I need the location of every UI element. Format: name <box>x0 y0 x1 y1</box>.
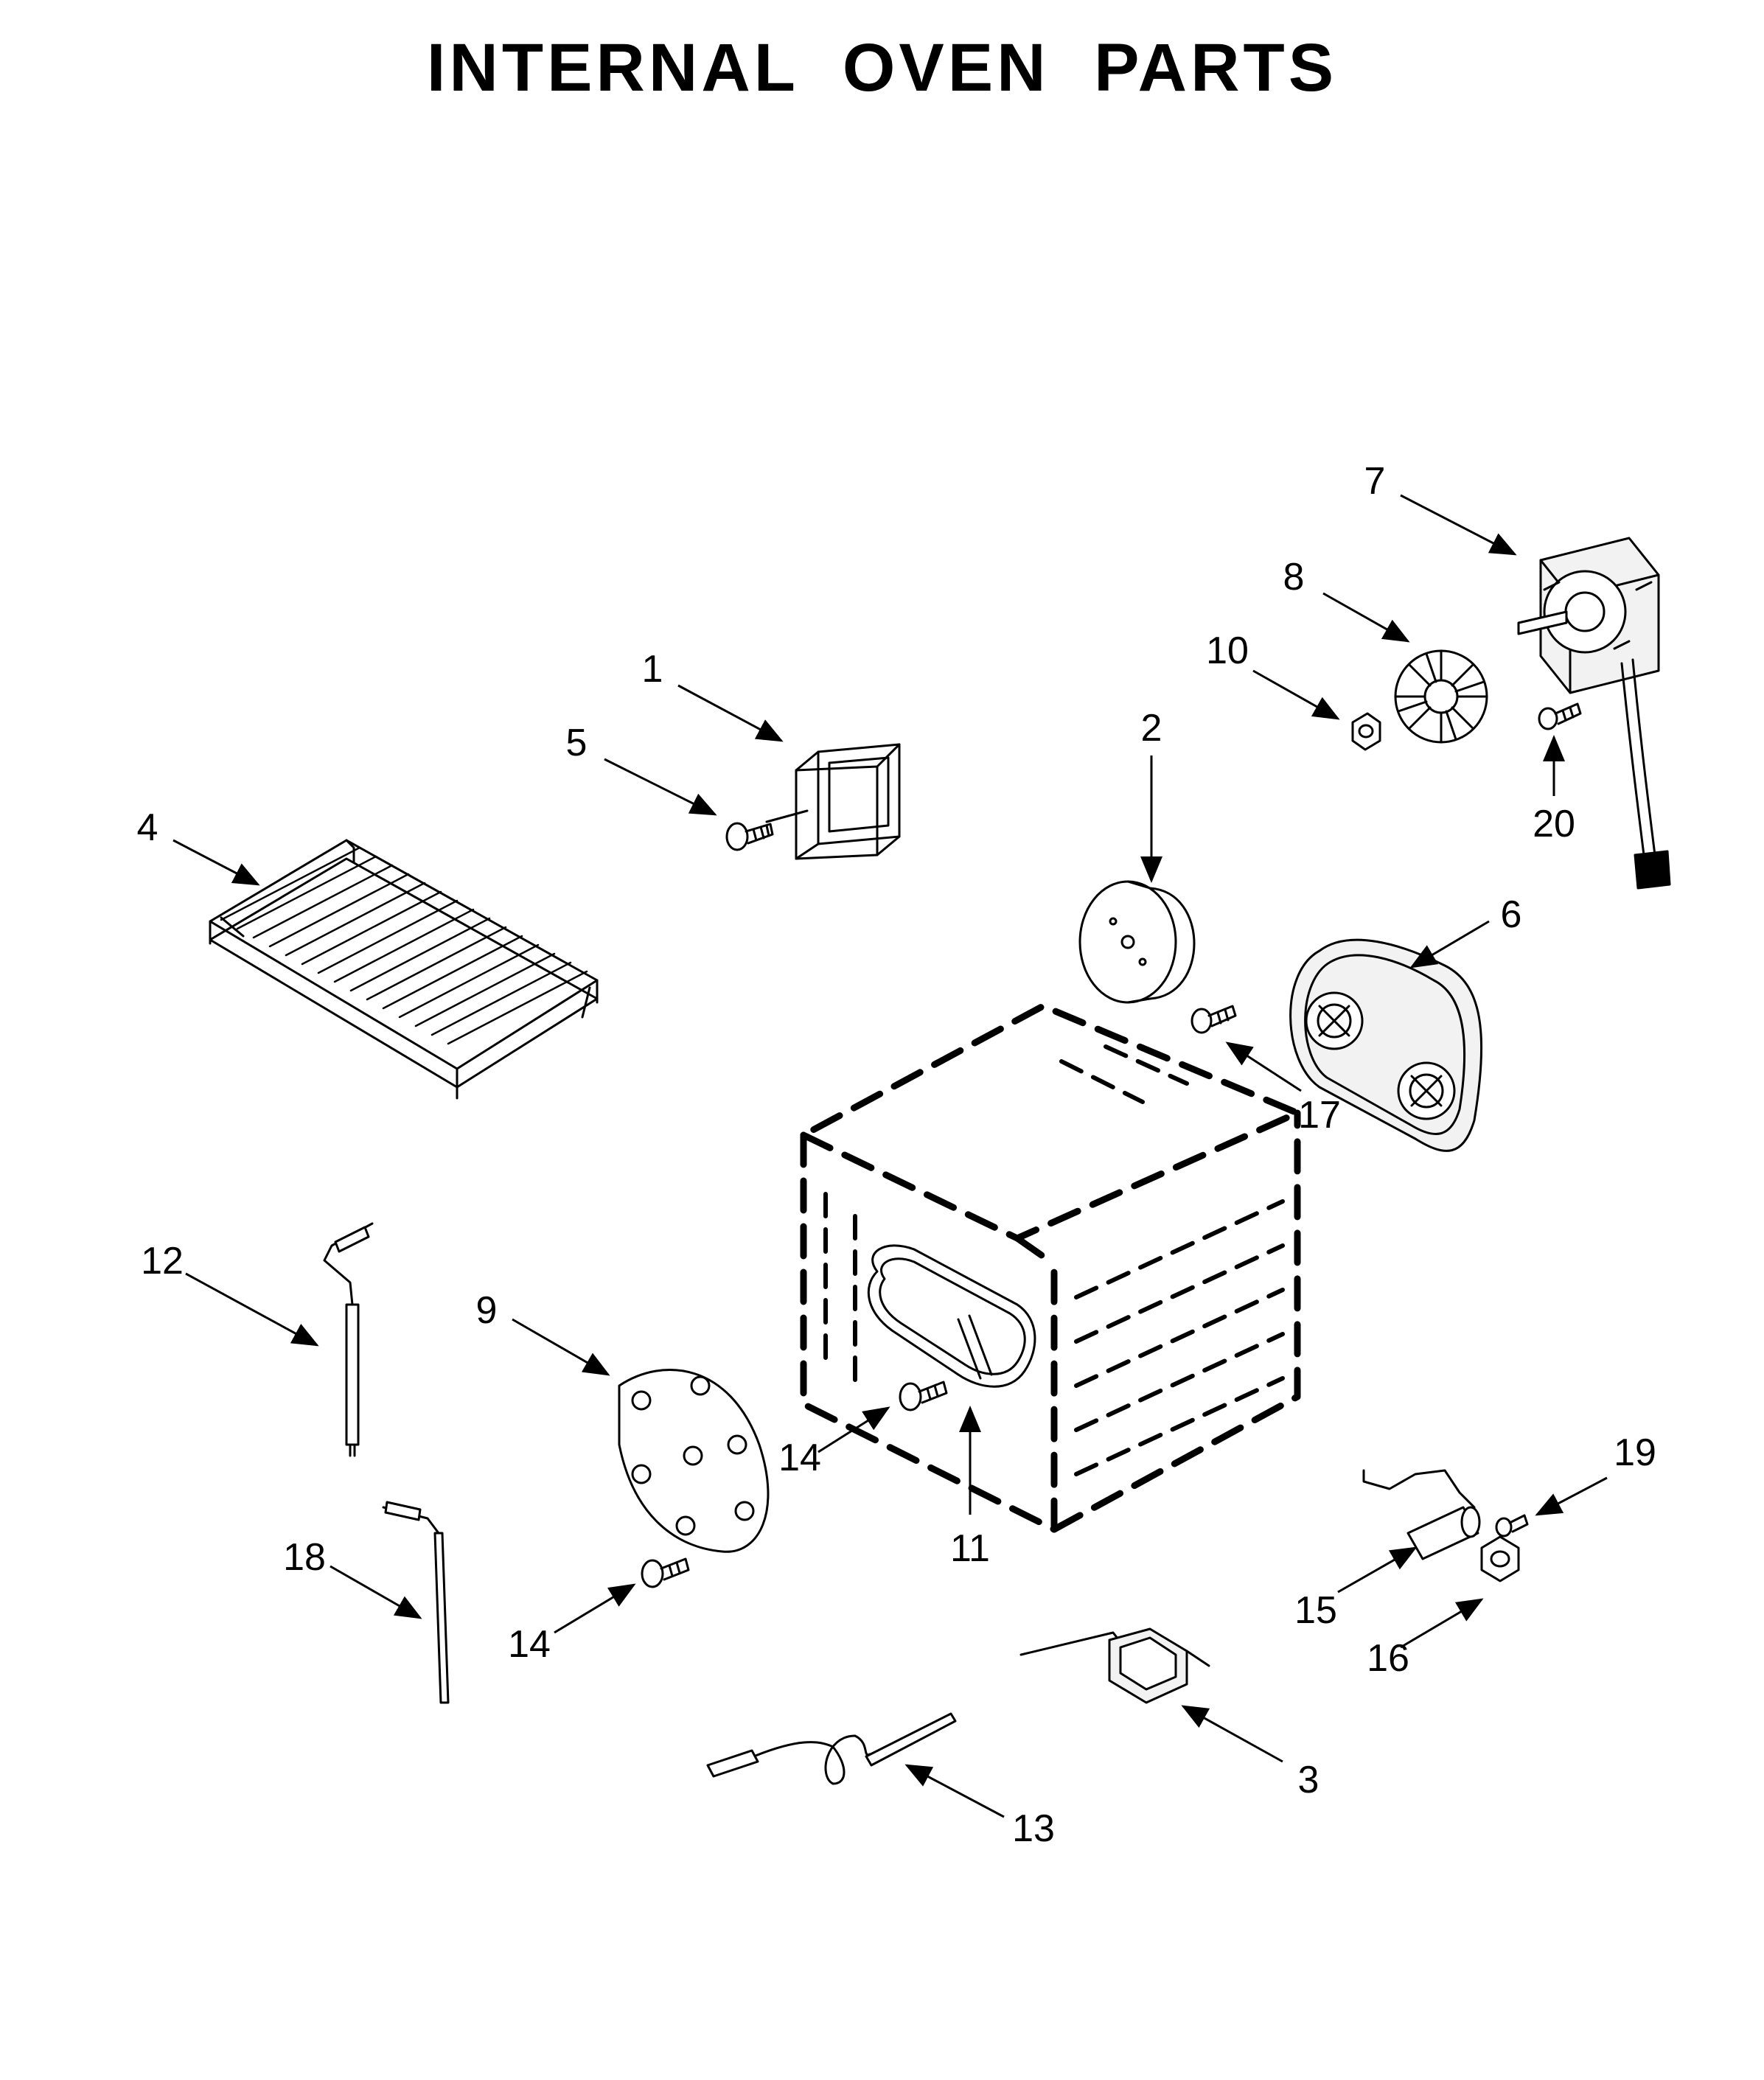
part-3-igniter <box>1019 1627 1210 1704</box>
callout-20: 20 <box>1533 803 1575 845</box>
part-11-bake-element <box>867 1244 1036 1388</box>
callout-4: 4 <box>137 806 158 849</box>
page-title: INTERNAL OVEN PARTS <box>426 30 1338 105</box>
part-19-screw <box>1495 1514 1529 1538</box>
part-13-meat-probe <box>706 1712 957 1785</box>
leader-18 <box>330 1565 422 1619</box>
callout-10: 10 <box>1206 629 1249 672</box>
callout-11: 11 <box>950 1527 990 1570</box>
callout-18: 18 <box>283 1536 326 1579</box>
leader-1 <box>677 684 784 742</box>
leader-15 <box>1337 1546 1418 1594</box>
part-6-fan-shield <box>1289 938 1483 1152</box>
part-16-nut <box>1480 1535 1520 1582</box>
leader-14-lower <box>554 1583 636 1634</box>
callout-6: 6 <box>1501 893 1522 936</box>
callout-13: 13 <box>1012 1807 1055 1850</box>
callout-15: 15 <box>1294 1589 1337 1632</box>
callout-1: 1 <box>642 648 663 691</box>
leader-17 <box>1225 1041 1302 1092</box>
leader-4 <box>172 839 260 886</box>
part-7-fan-motor <box>1517 537 1671 890</box>
callout-12: 12 <box>141 1240 184 1282</box>
callout-9: 9 <box>476 1289 498 1332</box>
oven-cavity-outline <box>800 1002 1301 1533</box>
oven-cavity-rack-guides <box>823 1044 1285 1476</box>
callout-8: 8 <box>1283 556 1305 598</box>
leader-19 <box>1535 1476 1608 1516</box>
part-14-screw-lower <box>641 1557 690 1588</box>
callout-14-lower: 14 <box>508 1623 551 1666</box>
leader-6 <box>1409 920 1490 969</box>
part-5-screw <box>725 822 774 851</box>
leader-13 <box>904 1764 1005 1818</box>
callout-17: 17 <box>1298 1094 1341 1137</box>
leader-8 <box>1322 592 1410 643</box>
leader-lines <box>172 494 1608 1818</box>
callout-19: 19 <box>1614 1431 1656 1474</box>
leader-12 <box>185 1272 319 1347</box>
part-20-screw <box>1538 702 1582 730</box>
part-17-screw <box>1190 1005 1237 1034</box>
part-9-gasket-plate <box>618 1369 770 1553</box>
part-10-nut <box>1351 712 1381 751</box>
part-1-bracket <box>765 743 901 860</box>
leader-10 <box>1252 669 1340 720</box>
callout-7: 7 <box>1364 460 1386 503</box>
callout-3: 3 <box>1298 1759 1319 1801</box>
callout-2: 2 <box>1141 707 1162 750</box>
leader-3 <box>1181 1705 1283 1763</box>
leader-5 <box>604 758 717 816</box>
leader-9 <box>512 1318 610 1376</box>
part-2-disc <box>1078 880 1196 1004</box>
part-12-oven-sensor <box>323 1222 374 1457</box>
part-4-oven-rack <box>209 839 599 1100</box>
callout-labels: 1 2 3 4 5 6 7 8 9 10 11 12 13 14 14 15 1… <box>137 460 1656 1850</box>
callout-14-upper: 14 <box>778 1437 821 1479</box>
callout-16: 16 <box>1367 1637 1409 1680</box>
leader-7 <box>1400 494 1517 556</box>
leader-14-upper <box>817 1406 890 1453</box>
part-15-wire-assembly <box>1362 1469 1481 1560</box>
part-14-screw-upper <box>899 1381 948 1411</box>
leader-16 <box>1400 1598 1484 1649</box>
part-8-fan-blade <box>1394 649 1488 744</box>
part-18-sensor-probe <box>382 1501 450 1704</box>
callout-5: 5 <box>566 722 588 764</box>
